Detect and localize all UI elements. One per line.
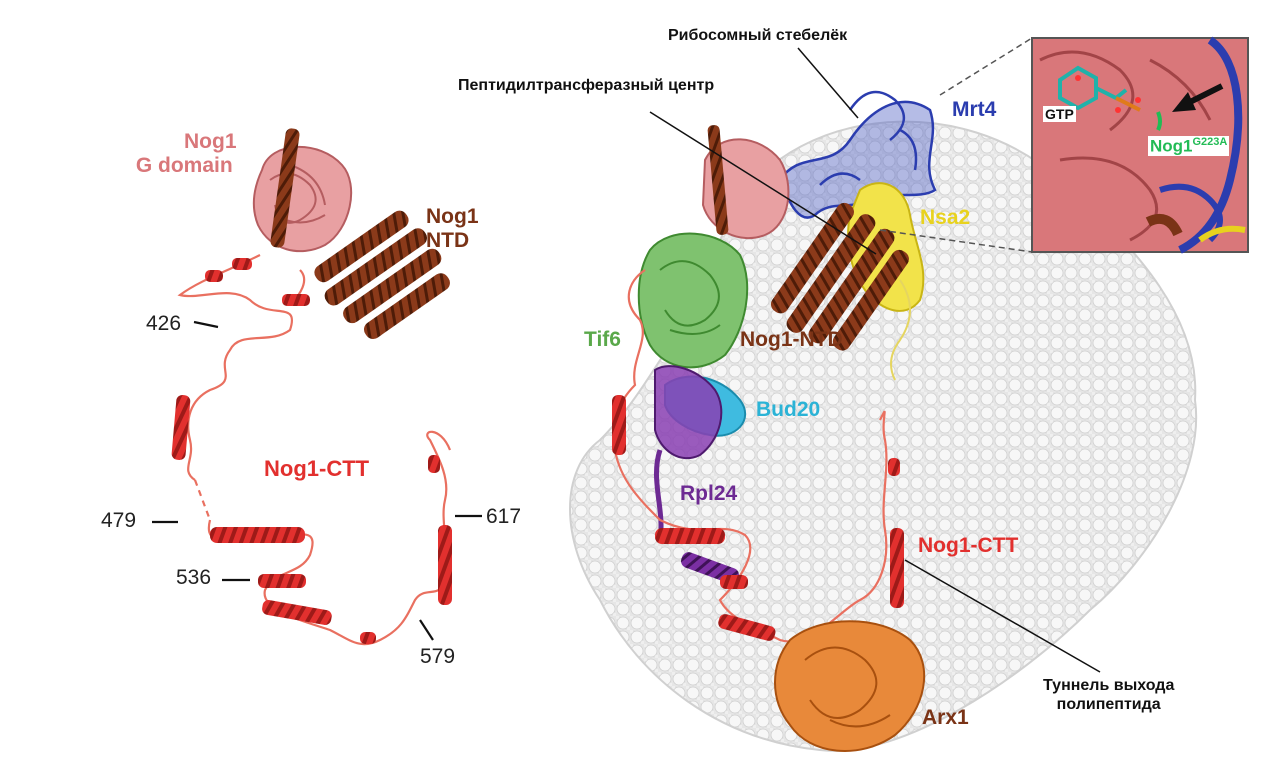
annotation-ptc: Пептидилтрансферазный центр [458, 77, 715, 94]
inset-gtp-label: GTP [1043, 106, 1076, 123]
label-nsa2: Nsa2 [920, 206, 971, 229]
ctt-helix-a [171, 395, 191, 460]
left-nog1-structure [152, 128, 482, 646]
g-domain-helix [270, 128, 300, 248]
ctt-helix-426 [282, 294, 310, 306]
arx1-structure [774, 620, 926, 752]
label-bud20: Bud20 [756, 398, 821, 421]
label-rpl24: Rpl24 [680, 482, 738, 505]
label-nog1-ctt-left: Nog1-CTT [264, 456, 370, 481]
residue-536: 536 [176, 566, 212, 589]
annotation-lines [649, 47, 1101, 673]
residue-479: 479 [101, 509, 137, 532]
label-tif6: Tif6 [584, 328, 621, 351]
annotation-exit-tunnel: Туннель выхода полипептида [1043, 677, 1175, 714]
ctt-helix-b [262, 599, 332, 626]
nog1-g-domain-in-complex [701, 125, 790, 240]
label-nog1-ntd: Nog1 NTD [426, 205, 479, 253]
label-nog1-ntd-right: Nog1-NTD [740, 328, 843, 351]
residue-579: 579 [420, 645, 456, 668]
nog1-ntd-structure [314, 210, 450, 340]
label-mrt4: Mrt4 [952, 98, 997, 121]
nog1-ntd-in-complex [770, 202, 909, 351]
ctt-helix-536 [258, 574, 306, 588]
nog1-ctt-in-complex [612, 269, 904, 643]
ctt-helix-617 [438, 525, 452, 605]
label-arx1: Arx1 [922, 706, 969, 729]
label-nog1-g-domain: Nog1 G domain [135, 130, 237, 178]
nog1-g-domain-structure [252, 145, 353, 253]
inset-mutant-label: Nog1G223A [1148, 136, 1230, 157]
residue-426: 426 [146, 312, 182, 335]
annotation-ribosomal-stalk: Рибосомный стебелёк [668, 27, 848, 44]
label-nog1-ctt-right: Nog1-CTT [918, 534, 1019, 557]
ctt-helix-479 [210, 527, 305, 543]
residue-617: 617 [486, 505, 522, 528]
tif6-structure [637, 232, 749, 369]
